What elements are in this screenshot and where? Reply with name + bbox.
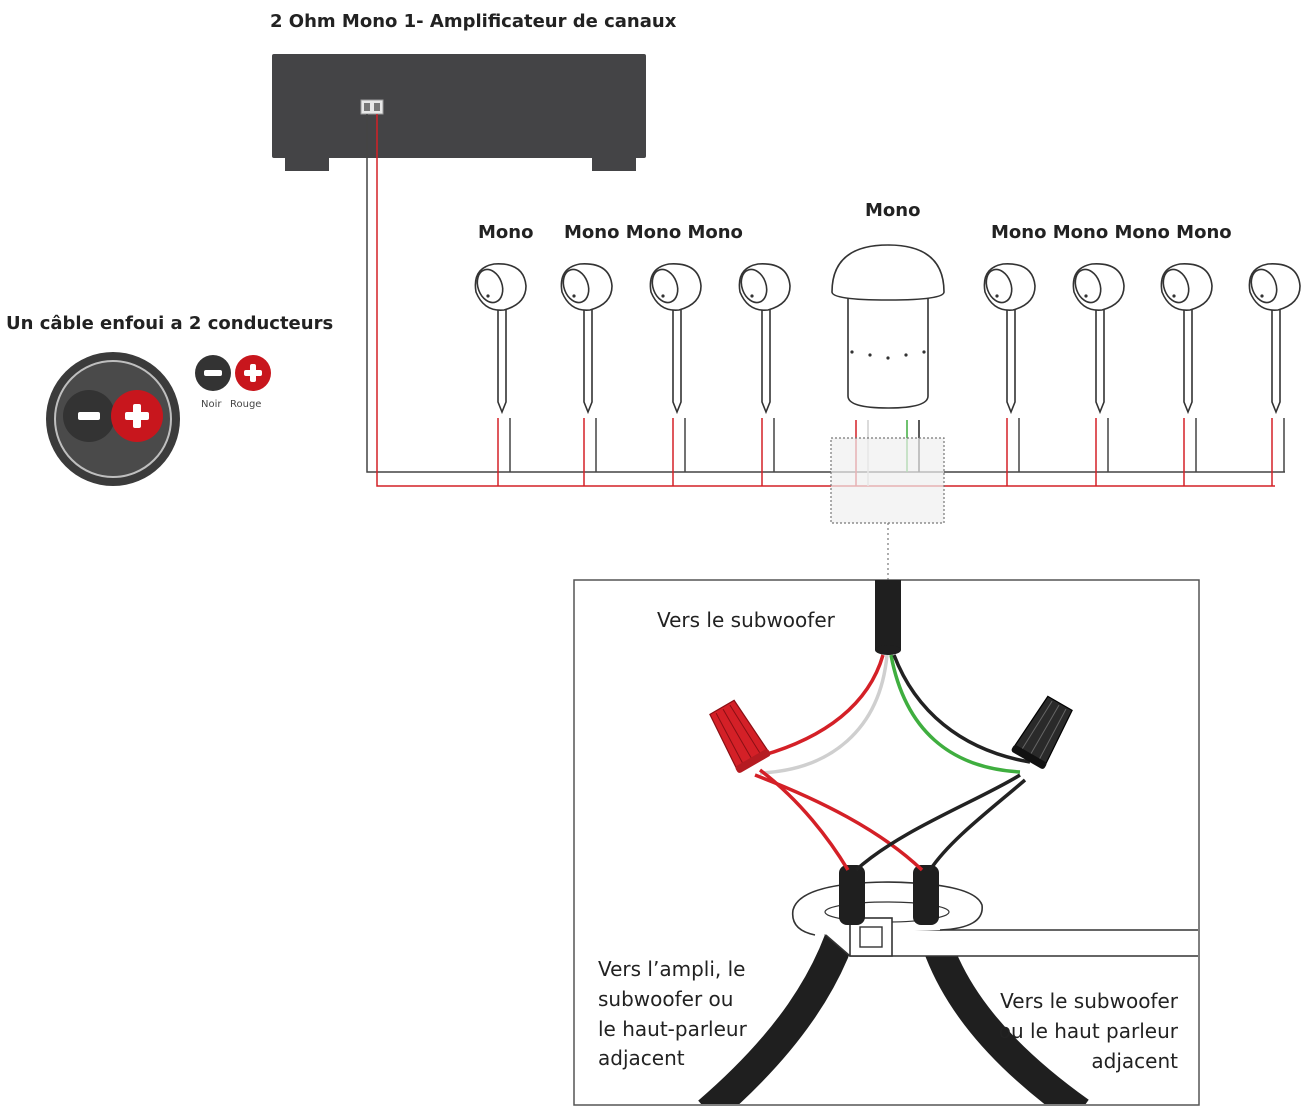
minus-icon xyxy=(78,412,100,420)
legend-label-black: Noir xyxy=(201,399,222,410)
spotlight-speaker-icon xyxy=(1248,263,1301,415)
detail-illustration xyxy=(698,580,1198,1104)
svg-text:Vers l’ampli, le: Vers l’ampli, le xyxy=(598,957,745,981)
speaker-drop-wire xyxy=(1006,418,1020,486)
junction-highlight-box xyxy=(830,437,945,524)
label-to-subwoofer: Vers le subwoofer xyxy=(657,608,836,632)
speaker-drop-wire xyxy=(1183,418,1197,486)
cable-cross-section xyxy=(46,352,180,486)
legend-label-red: Rouge xyxy=(230,399,261,410)
svg-text:adjacent: adjacent xyxy=(1091,1049,1178,1073)
svg-text:ou le haut parleur: ou le haut parleur xyxy=(999,1019,1179,1043)
label-mono-left-group: Mono Mono Mono xyxy=(564,222,743,243)
svg-text:subwoofer ou: subwoofer ou xyxy=(598,987,733,1011)
spotlight-speaker-icon xyxy=(983,263,1036,415)
amplifier xyxy=(272,54,646,171)
wire-nut-icon xyxy=(709,699,771,773)
speaker-drop-wire xyxy=(1271,418,1285,486)
label-mono-right-group: Mono Mono Mono Mono xyxy=(991,222,1232,243)
label-to-amp: Vers l’ampli, le subwoofer ou le haut-pa… xyxy=(598,957,748,1070)
plus-icon xyxy=(125,404,149,428)
spotlight-speakers xyxy=(474,263,1301,415)
amp-output-wires xyxy=(366,114,1285,487)
speaker-drop-wire xyxy=(761,418,775,486)
svg-text:adjacent: adjacent xyxy=(598,1046,685,1070)
spotlight-speaker-icon xyxy=(738,263,791,415)
cable-legend-title: Un câble enfoui a 2 conducteurs xyxy=(6,313,333,334)
spotlight-speaker-icon xyxy=(1160,263,1213,415)
label-to-subwoofer-or-speaker: Vers le subwoofer ou le haut parleur adj… xyxy=(999,989,1179,1073)
speaker-drop-wire xyxy=(1095,418,1109,486)
spotlight-speaker-icon xyxy=(649,263,702,415)
svg-text:Vers le subwoofer: Vers le subwoofer xyxy=(1000,989,1179,1013)
svg-text:le haut-parleur: le haut-parleur xyxy=(598,1017,748,1041)
label-mono-left: Mono xyxy=(478,222,533,243)
speaker-drop-wire xyxy=(497,418,511,486)
spotlight-speaker-icon xyxy=(1072,263,1125,415)
spotlight-speaker-icon xyxy=(474,263,527,415)
speaker-drop-wire xyxy=(583,418,597,486)
speaker-drop-wire xyxy=(672,418,686,486)
label-mono-center: Mono xyxy=(865,200,920,221)
wire-nut-icon xyxy=(1011,695,1073,769)
amplifier-title: 2 Ohm Mono 1- Amplificateur de canaux xyxy=(270,11,677,32)
speaker-drop-wires xyxy=(497,418,1285,486)
polarity-legend xyxy=(195,355,271,391)
mushroom-subwoofer-icon xyxy=(831,244,945,409)
spotlight-speaker-icon xyxy=(560,263,613,415)
